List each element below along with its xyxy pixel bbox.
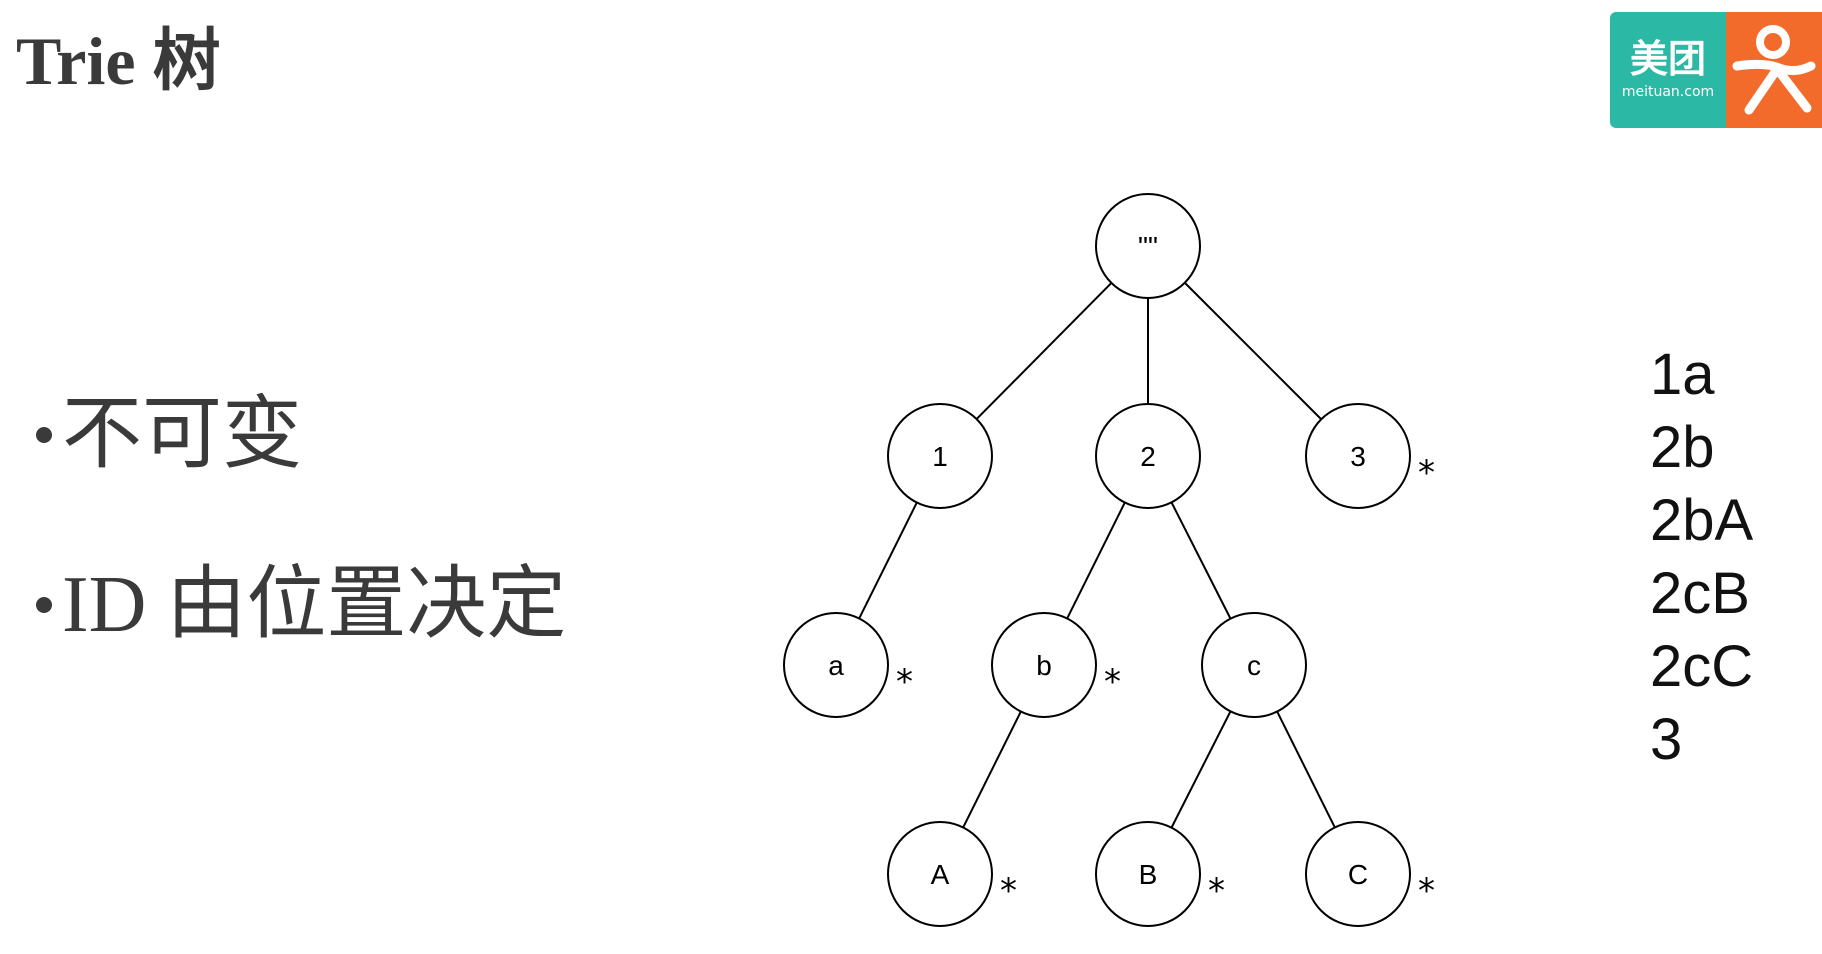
trie-node: B* (1095, 821, 1225, 927)
trie-node: 3* (1305, 403, 1435, 509)
path-item: 2b (1650, 415, 1715, 480)
terminal-marker: * (1418, 453, 1435, 493)
trie-edge (1184, 282, 1322, 420)
trie-edge (1066, 502, 1126, 619)
trie-edges (858, 282, 1336, 829)
trie-node: c (1201, 612, 1307, 718)
terminal-marker: * (896, 662, 913, 702)
terminal-marker: * (1000, 871, 1017, 911)
trie-node: a* (783, 612, 913, 718)
meituan-logo: 美团 meituan.com (1610, 12, 1822, 128)
trie-node-label: 3 (1350, 441, 1366, 472)
bullet-dot-icon (36, 427, 52, 443)
trie-node-label: b (1036, 650, 1052, 681)
trie-edge (1276, 711, 1336, 828)
bullet-dot-icon (36, 597, 52, 613)
bullet-text: 不可变 (62, 391, 302, 479)
trie-edge (975, 282, 1113, 420)
trie-node: b* (991, 612, 1121, 718)
trie-node: 1 (887, 403, 993, 509)
terminal-marker: * (1208, 871, 1225, 911)
trie-node-circle (1305, 821, 1411, 927)
trie-edge (1170, 710, 1232, 829)
logo-domain: meituan.com (1621, 84, 1715, 100)
trie-node: A* (887, 821, 1017, 927)
trie-edge (962, 711, 1022, 828)
path-list: 1a 2b 2bA 2cB 2cC 3 (1650, 338, 1753, 776)
trie-edge (858, 502, 918, 619)
trie-node-circle (1095, 821, 1201, 927)
logo-name: 美团 (1629, 37, 1706, 81)
terminal-marker: * (1104, 662, 1121, 702)
trie-node: 2 (1095, 403, 1201, 509)
trie-node: C* (1305, 821, 1435, 927)
bullet-text: ID 由位置决定 (62, 561, 567, 649)
trie-edge (1170, 501, 1232, 620)
trie-node: "" (1095, 193, 1201, 299)
trie-node-circle (1201, 612, 1307, 718)
path-item: 2cB (1650, 561, 1750, 626)
trie-node-label: c (1247, 650, 1261, 681)
trie-node-circle (887, 821, 993, 927)
trie-node-label: A (931, 859, 950, 890)
trie-node-circle (1095, 193, 1201, 299)
bullet-list: 不可变 ID 由位置决定 (36, 395, 566, 735)
page-title: Trie 树 (16, 23, 221, 99)
path-item: 2cC (1650, 634, 1754, 699)
path-item: 2bA (1650, 488, 1754, 553)
path-item: 3 (1650, 707, 1683, 772)
trie-node-label: "" (1138, 231, 1158, 262)
dianping-person-icon (1726, 12, 1822, 128)
trie-node-circle (1305, 403, 1411, 509)
trie-node-label: 1 (932, 441, 948, 472)
trie-node-circle (1095, 403, 1201, 509)
trie-node-label: C (1348, 859, 1368, 890)
trie-node-label: a (828, 650, 844, 681)
path-item: 1a (1650, 342, 1715, 407)
trie-node-circle (783, 612, 889, 718)
bullet-item: 不可变 (36, 395, 566, 475)
trie-node-label: 2 (1140, 441, 1156, 472)
trie-node-label: B (1139, 859, 1158, 890)
bullet-item: ID 由位置决定 (36, 565, 566, 645)
trie-node-circle (991, 612, 1097, 718)
trie-node-circle (887, 403, 993, 509)
logo-brand: 美团 meituan.com (1610, 12, 1726, 128)
terminal-marker: * (1418, 871, 1435, 911)
